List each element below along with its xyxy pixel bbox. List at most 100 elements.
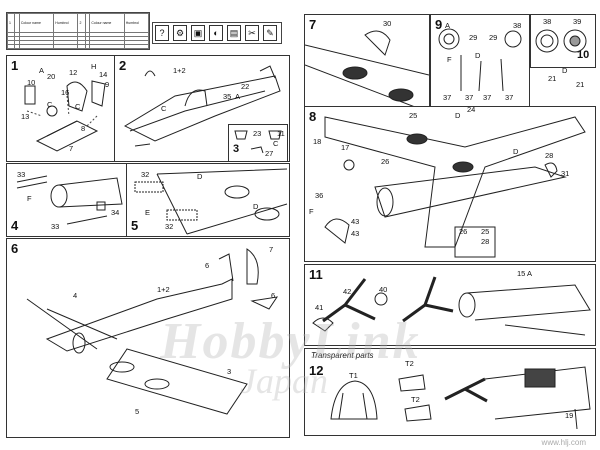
step-number: 9 [435, 17, 443, 32]
part-label: 26 [459, 227, 468, 236]
part-label: 29 [469, 33, 478, 42]
part-label: C [47, 100, 53, 109]
part-label: 4 [73, 291, 78, 300]
part-label: 1+2 [157, 285, 170, 294]
part-label: 26 [381, 157, 390, 166]
part-label: 8 [81, 124, 86, 133]
fuselage-halves-drawing [123, 65, 281, 147]
part-label: 11 [277, 129, 285, 138]
part-label: A [235, 92, 241, 101]
part-label: 32 [141, 170, 150, 179]
landing-gear-drawing [438, 28, 522, 92]
step-number: 3 [233, 143, 240, 155]
part-label: 39 [573, 17, 582, 26]
part-label: 20 [47, 72, 56, 81]
part-label: 7 [269, 245, 274, 254]
step-number: 6 [11, 241, 19, 256]
propeller-drawing [312, 276, 591, 336]
part-label: F [27, 194, 32, 203]
part-label: 18 [313, 137, 322, 146]
legend-cell: 1 [6, 12, 16, 34]
transparent-parts-title: Transparent parts [311, 351, 374, 360]
part-label: 36 [315, 191, 324, 200]
step-panel-5: 5 32 D E 32 D [126, 163, 290, 237]
part-label: 38 [513, 21, 522, 30]
part-label: D [253, 202, 259, 211]
legend-cell: Colour name [18, 12, 55, 34]
part-label: 16 [61, 88, 70, 97]
part-label: D [513, 147, 519, 156]
part-label: 1+2 [173, 66, 186, 75]
airframe-assembly-drawing [26, 248, 279, 415]
stripes-icon: ▤ [227, 25, 241, 41]
question-icon: ? [155, 25, 169, 41]
part-label: 6 [271, 291, 276, 300]
part-label: A [39, 66, 45, 75]
step-panel-10: 10 38 39 [530, 14, 596, 68]
part-label: 43 [351, 217, 360, 226]
frame-icon: ▣ [191, 25, 205, 41]
cockpit-parts-drawing [24, 80, 106, 152]
part-label: 37 [483, 93, 492, 102]
part-label: 33 [51, 222, 60, 231]
scissors-icon: ✂ [245, 25, 259, 41]
part-label: 10 [27, 78, 36, 87]
wheel-hubs-drawing [535, 29, 587, 53]
part-label: 6 [205, 261, 210, 270]
part-label: 25 [409, 111, 418, 120]
gear-icon: ⚙ [173, 25, 187, 41]
part-label: 27 [265, 149, 274, 158]
part-label: 28 [545, 151, 554, 160]
part-label: 34 [111, 208, 120, 217]
part-label: 41 [315, 303, 324, 312]
step-number: 2 [119, 58, 127, 73]
part-label: 28 [481, 237, 490, 246]
part-label: 42 [343, 287, 352, 296]
part-label: F [447, 55, 452, 64]
part-label: 21 [576, 80, 585, 89]
part-label: D [197, 172, 203, 181]
legend-cell: Humbrol [53, 12, 79, 34]
part-label: 21 [548, 74, 557, 83]
part-label: 24 [467, 106, 476, 114]
part-label: A [527, 269, 533, 278]
part-label: T2 [405, 359, 414, 368]
watermark-logo-sub: Japan [240, 361, 328, 401]
part-label: 3 [227, 367, 232, 376]
legend-cell: Colour name [89, 12, 125, 34]
step-panel-6: 6 1+2 4 6 7 6 3 5 [6, 238, 290, 438]
seat-parts-drawing [234, 130, 282, 154]
step-panel-8: 8 25 D 24 D 18 17 26 28 31 36 43 43 F 26… [304, 106, 596, 262]
part-label: 9 [105, 80, 110, 89]
legend-cell: Humbrol [123, 12, 150, 34]
part-label: 23 [253, 129, 262, 138]
part-label: 29 [489, 33, 498, 42]
engine-cowl-drawing [16, 175, 123, 225]
part-label: D [562, 66, 568, 75]
watermark-logo: HobbyLink [160, 313, 421, 370]
part-label: E [145, 208, 151, 217]
step-panel-9: 9 A 38 29 29 F D 37 37 37 37 [430, 14, 530, 108]
part-label: 43 [351, 229, 360, 238]
instruction-symbols: ? ⚙ ▣ ◐ ▤ ✂ ✎ [152, 22, 282, 44]
part-label: 31 [561, 169, 570, 178]
part-label: T1 [349, 371, 358, 380]
part-label: 35 [223, 92, 232, 101]
part-label: 7 [69, 144, 74, 153]
step-panel-4: 4 33 F 34 33 [6, 163, 128, 237]
part-label: 22 [241, 82, 250, 91]
watermark-url: www.hlj.com [541, 438, 586, 447]
part-label: 32 [165, 222, 174, 231]
part-label: 5 [135, 407, 140, 416]
step-number: 11 [309, 267, 323, 282]
legend-cell: 2 [77, 12, 86, 34]
part-label: 40 [379, 285, 388, 294]
step-number: 12 [309, 363, 324, 378]
part-label: D [455, 111, 461, 120]
step-panel-7: 7 30 [304, 14, 430, 108]
canopy-drawing [330, 366, 591, 430]
part-label: A [445, 21, 451, 30]
part-label: 25 [481, 227, 490, 236]
step-number: 5 [131, 218, 139, 233]
part-label: 19 [565, 411, 574, 420]
